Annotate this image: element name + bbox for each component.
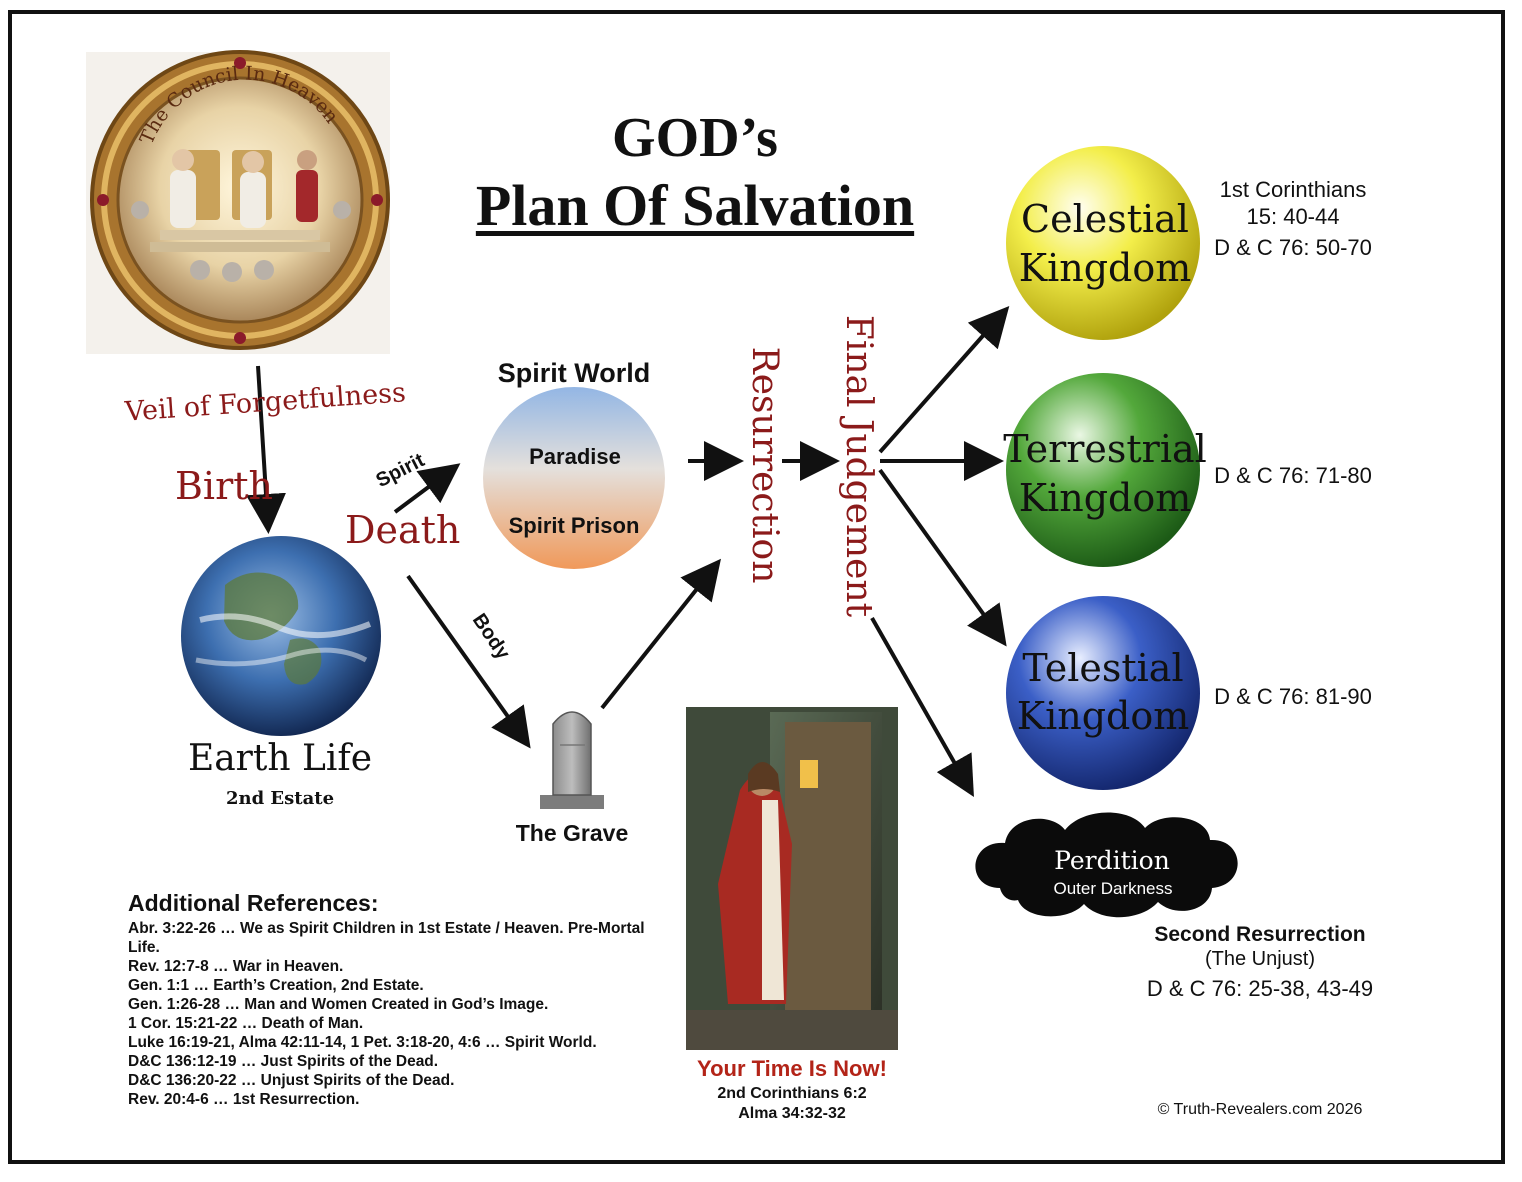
second-resurrection: Second Resurrection (The Unjust) D & C 7…: [1130, 923, 1390, 1002]
reference-line: Rev. 12:7-8 … War in Heaven.: [128, 958, 344, 975]
arrow-telestial: [878, 468, 1007, 647]
jesus-door-painting: [686, 707, 898, 1050]
veil-label: Veil of Forgetfulness: [123, 377, 407, 428]
arrow-perdition: [870, 617, 974, 797]
arrows: [246, 306, 1010, 797]
references-heading: Additional References:: [128, 890, 379, 916]
arrow-body: [406, 574, 531, 749]
terrestrial-line1: Terrestrial: [1003, 427, 1207, 471]
spirit-arrow-label: Spirit: [373, 449, 429, 492]
terrestrial-sphere: [1006, 373, 1200, 567]
earth-life-title: Earth Life: [187, 738, 373, 779]
reference-line: Abr. 3:22-26 … We as Spirit Children in …: [128, 920, 645, 956]
telestial-line1: Telestial: [1022, 646, 1183, 690]
telestial-sphere: [1006, 596, 1200, 790]
reference-line: D&C 136:12-19 … Just Spirits of the Dead…: [128, 1053, 439, 1070]
second-resurrection-title: Second Resurrection: [1154, 923, 1366, 946]
terrestrial-ref: D & C 76: 71-80: [1214, 463, 1372, 488]
resurrection-label: Resurrection: [744, 347, 785, 584]
arrow-celestial: [878, 306, 1010, 454]
grave-label: The Grave: [515, 820, 629, 846]
terrestrial-line2: Kingdom: [1019, 476, 1192, 520]
arrow-birth: [246, 365, 286, 534]
page-title-line1: GOD’s: [612, 107, 778, 169]
telestial-ref: D & C 76: 81-90: [1214, 684, 1372, 709]
perdition-title: Perdition: [1054, 846, 1170, 875]
spirit-world-sphere: [483, 387, 665, 569]
reference-line: Gen. 1:1 … Earth’s Creation, 2nd Estate.: [128, 977, 424, 994]
final-judgement-label: Final Judgement: [838, 315, 879, 618]
time-now-ref1: 2nd Corinthians 6:2: [717, 1085, 867, 1102]
reference-line: Luke 16:19-21, Alma 42:11-14, 1 Pet. 3:1…: [128, 1034, 597, 1051]
celestial-line2: Kingdom: [1019, 246, 1192, 290]
reference-line: 1 Cor. 15:21-22 … Death of Man.: [128, 1015, 364, 1032]
council-medallion: The Council In Heaven: [86, 50, 390, 354]
reference-line: Gen. 1:26-28 … Man and Women Created in …: [128, 996, 549, 1013]
death-label: Death: [345, 508, 461, 552]
arrow-spirit: [393, 463, 461, 514]
time-now-block: Your Time Is Now! 2nd Corinthians 6:2 Al…: [662, 1056, 922, 1123]
paradise-label: Paradise: [529, 444, 621, 469]
copyright: © Truth-Revealers.com 2026: [1157, 1101, 1363, 1118]
spirit-prison-label: Spirit Prison: [509, 513, 640, 538]
time-now-ref2: Alma 34:32-32: [738, 1105, 846, 1122]
second-resurrection-subtitle: (The Unjust): [1204, 948, 1316, 970]
celestial-ref-1: 1st Corinthians: [1219, 177, 1367, 202]
page-border: [8, 10, 1505, 1164]
earth-globe-icon: [181, 536, 381, 736]
arrow-grave-resurrection: [600, 558, 721, 710]
telestial-line2: Kingdom: [1017, 694, 1190, 738]
celestial-sphere: [1006, 146, 1200, 340]
celestial-ref-3: D & C 76: 50-70: [1214, 235, 1372, 260]
body-arrow-label: Body: [468, 610, 515, 664]
reference-line: D&C 136:20-22 … Unjust Spirits of the De…: [128, 1072, 455, 1089]
earth-life-subtitle: 2nd Estate: [225, 788, 335, 809]
celestial-ref-2: 15: 40-44: [1246, 204, 1340, 229]
celestial-refs: 1st Corinthians 15: 40-44 D & C 76: 50-7…: [1208, 176, 1378, 261]
time-now-title: Your Time Is Now!: [697, 1056, 887, 1081]
spirit-world-title: Spirit World: [497, 358, 651, 388]
second-resurrection-ref: D & C 76: 25-38, 43-49: [1146, 976, 1374, 1001]
page-title-line2: Plan Of Salvation: [475, 173, 915, 238]
perdition-subtitle: Outer Darkness: [1053, 879, 1172, 898]
reference-line: Rev. 20:4-6 … 1st Resurrection.: [128, 1091, 360, 1108]
additional-references: Additional References: Abr. 3:22-26 … We…: [128, 890, 668, 1109]
perdition-cloud: [975, 812, 1238, 918]
birth-label: Birth: [175, 464, 273, 508]
celestial-line1: Celestial: [1021, 197, 1189, 241]
grave-icon: [540, 711, 604, 809]
